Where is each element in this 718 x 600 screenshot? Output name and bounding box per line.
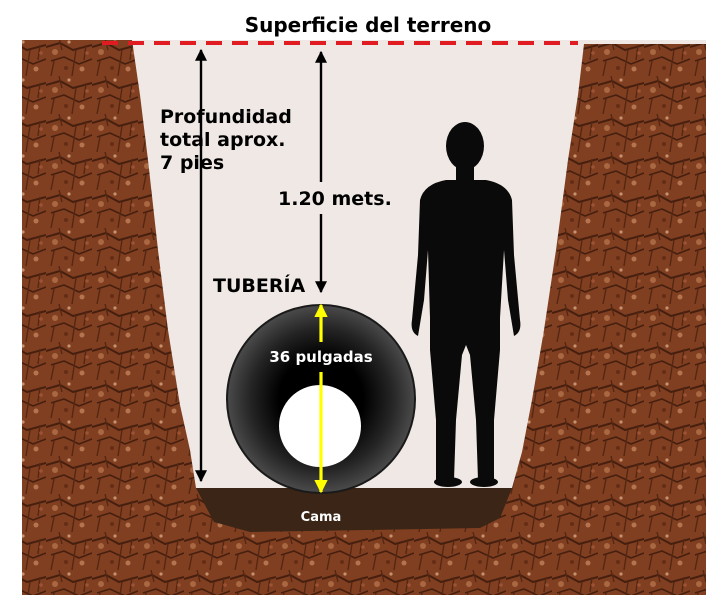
person-silhouette-icon bbox=[411, 122, 521, 487]
pipe-label: TUBERÍA bbox=[213, 274, 306, 297]
total-depth-label-line1: Profundidad bbox=[160, 106, 292, 128]
cover-depth-label: 1.20 mets. bbox=[278, 188, 392, 210]
bed-label: Cama bbox=[301, 510, 342, 525]
total-depth-label: Profundidad total aprox. 7 pies bbox=[160, 106, 292, 174]
diameter-label: 36 pulgadas bbox=[269, 348, 372, 366]
total-depth-label-line3: 7 pies bbox=[160, 152, 224, 174]
bed-layer bbox=[196, 488, 512, 532]
total-depth-label-line2: total aprox. bbox=[160, 129, 286, 151]
surface-label: Superficie del terreno bbox=[245, 13, 492, 37]
